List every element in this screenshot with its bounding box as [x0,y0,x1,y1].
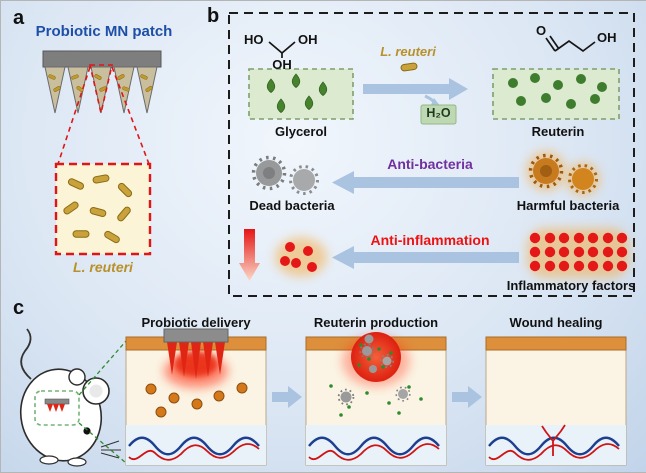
glycerol-ho-label: HO [244,32,264,47]
glycerol-box [248,68,354,120]
h2o-label: H₂O [426,106,451,120]
antiinflammation-label: Anti-inflammation [370,232,490,248]
reuterin-oh-label: OH [597,30,617,45]
antibacteria-arrow [332,171,519,194]
mouse-graphic [19,328,127,467]
reaction-catalyst-label: L. reuteri [380,44,436,59]
mn-patch-graphic [42,50,162,165]
harmful-bacteria-label: Harmful bacteria [516,198,620,213]
stage-arrow-2 [452,386,482,408]
reuterin-o-label: O [536,23,547,38]
calmed-factors-graphic [275,237,327,277]
skin-panel-2 [305,332,447,466]
inflammatory-dots [527,228,629,278]
dead-bacteria-graphic [251,155,319,195]
panel-a-title: Probiotic MN patch [35,23,173,40]
antibacteria-label: Anti-bacteria [387,156,473,172]
stage-2-title: Reuterin production [313,315,439,330]
stage-arrow-1 [272,386,302,408]
skin-panel-3 [485,336,627,466]
reuterin-box [492,68,620,120]
panel-b-label: b [207,5,220,27]
glycerol-oh-bottom-label: OH [272,57,292,72]
gradient-arrow [239,229,260,281]
panel-b-border [228,12,635,297]
stage-1-title: Probiotic delivery [141,315,251,330]
panel-a-label: a [13,7,25,29]
glycerol-oh-right-label: OH [298,32,318,47]
catalyst-rod-icon [400,62,418,72]
glycerol-label: Glycerol [274,124,328,139]
panel-c-label: c [13,297,25,319]
reuterin-structure [545,35,596,53]
stage-3-title: Wound healing [509,315,603,330]
harmful-bacteria-graphic [526,151,600,196]
antiinflammation-arrow [332,246,519,269]
inflammatory-label: Inflammatory factors [506,278,636,293]
skin-panel-1 [125,328,267,466]
h2o-box [420,104,457,125]
zoom-box [54,162,152,256]
reaction-arrow [363,78,468,100]
dead-bacteria-label: Dead bacteria [249,198,335,213]
glycerol-structure [268,41,296,58]
panel-a-bacteria-label: L. reuteri [73,259,133,275]
reuterin-label: Reuterin [531,124,585,139]
